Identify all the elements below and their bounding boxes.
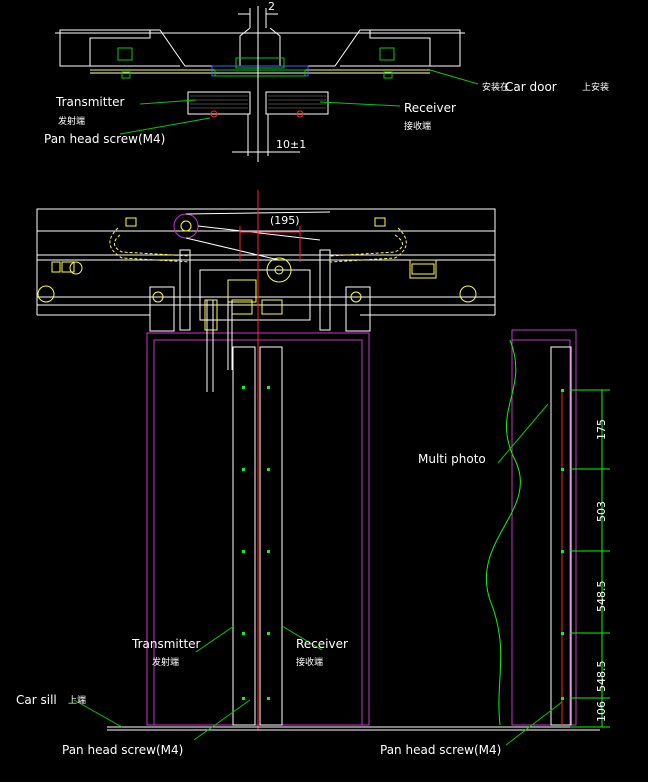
car-door-label: Car door [505, 80, 557, 94]
top-leaders [119, 69, 479, 135]
pulley-left [37, 285, 55, 303]
dim-548-5-b: 548.5 [595, 661, 608, 693]
top-receiver-cn-label: 接收端 [404, 120, 431, 132]
door-top-linkage [206, 300, 233, 392]
operator-dimension [239, 190, 301, 730]
door-screw-right-label: Pan head screw(M4) [380, 743, 501, 757]
receiver-bar-top [265, 91, 329, 115]
multi-photo-strip [550, 346, 572, 726]
top-receiver-label: Receiver [404, 101, 456, 115]
door-screw-left-label: Pan head screw(M4) [62, 743, 183, 757]
dim-548-5-a: 548.5 [595, 581, 608, 613]
operator-header [36, 208, 496, 232]
center-post-right [269, 27, 370, 67]
vertical-dimension-chain [570, 389, 610, 728]
dimension-labels: 175 503 548.5 548.5 106 [595, 419, 608, 722]
top-transmitter-cn-label: 发射端 [58, 115, 85, 127]
dim-175: 175 [595, 419, 608, 440]
gap-dim-label: 2 [268, 0, 275, 13]
transmitter-bar-top [187, 91, 251, 115]
transmitter-strip [232, 346, 256, 726]
door-leaders [73, 403, 563, 746]
right-door-frame [511, 329, 577, 726]
car-door-prefix-label: 安装在 [482, 81, 509, 93]
door-transmitter-cn-label: 发射端 [152, 656, 179, 668]
dim-503: 503 [595, 501, 608, 522]
sensor-points [242, 386, 564, 700]
dim-106: 106 [595, 701, 608, 722]
sensor-strips [232, 346, 572, 726]
top-transmitter-label: Transmitter [55, 95, 125, 109]
break-line [485, 339, 521, 726]
cable-chains [109, 227, 407, 263]
pulley-right [459, 285, 477, 303]
operator-hardware [51, 217, 437, 331]
receiver-strip [259, 346, 283, 726]
door-receiver-label: Receiver [296, 637, 348, 651]
center-post-left [150, 27, 251, 67]
door-frame-left [59, 29, 151, 67]
car-sill-cn-label: 上端 [68, 694, 86, 706]
sensor-hatching-top [190, 95, 326, 109]
spacing-dim-label: 10±1 [276, 138, 306, 151]
drive-wheel [266, 257, 292, 283]
door-inner-frame [153, 339, 363, 726]
door-transmitter-label: Transmitter [131, 637, 201, 651]
operator-dim-label: (195) [270, 214, 300, 227]
door-panel [107, 329, 600, 731]
motor-pulley [173, 213, 199, 239]
car-door-plan-view [55, 6, 465, 162]
door-operator [36, 208, 496, 332]
door-receiver-cn-label: 接收端 [296, 656, 323, 668]
car-sill-label: Car sill [16, 693, 57, 707]
car-door-suffix-label: 上安装 [582, 81, 609, 93]
top-screw-label: Pan head screw(M4) [44, 132, 165, 146]
multi-photo-label: Multi photo [418, 452, 486, 466]
